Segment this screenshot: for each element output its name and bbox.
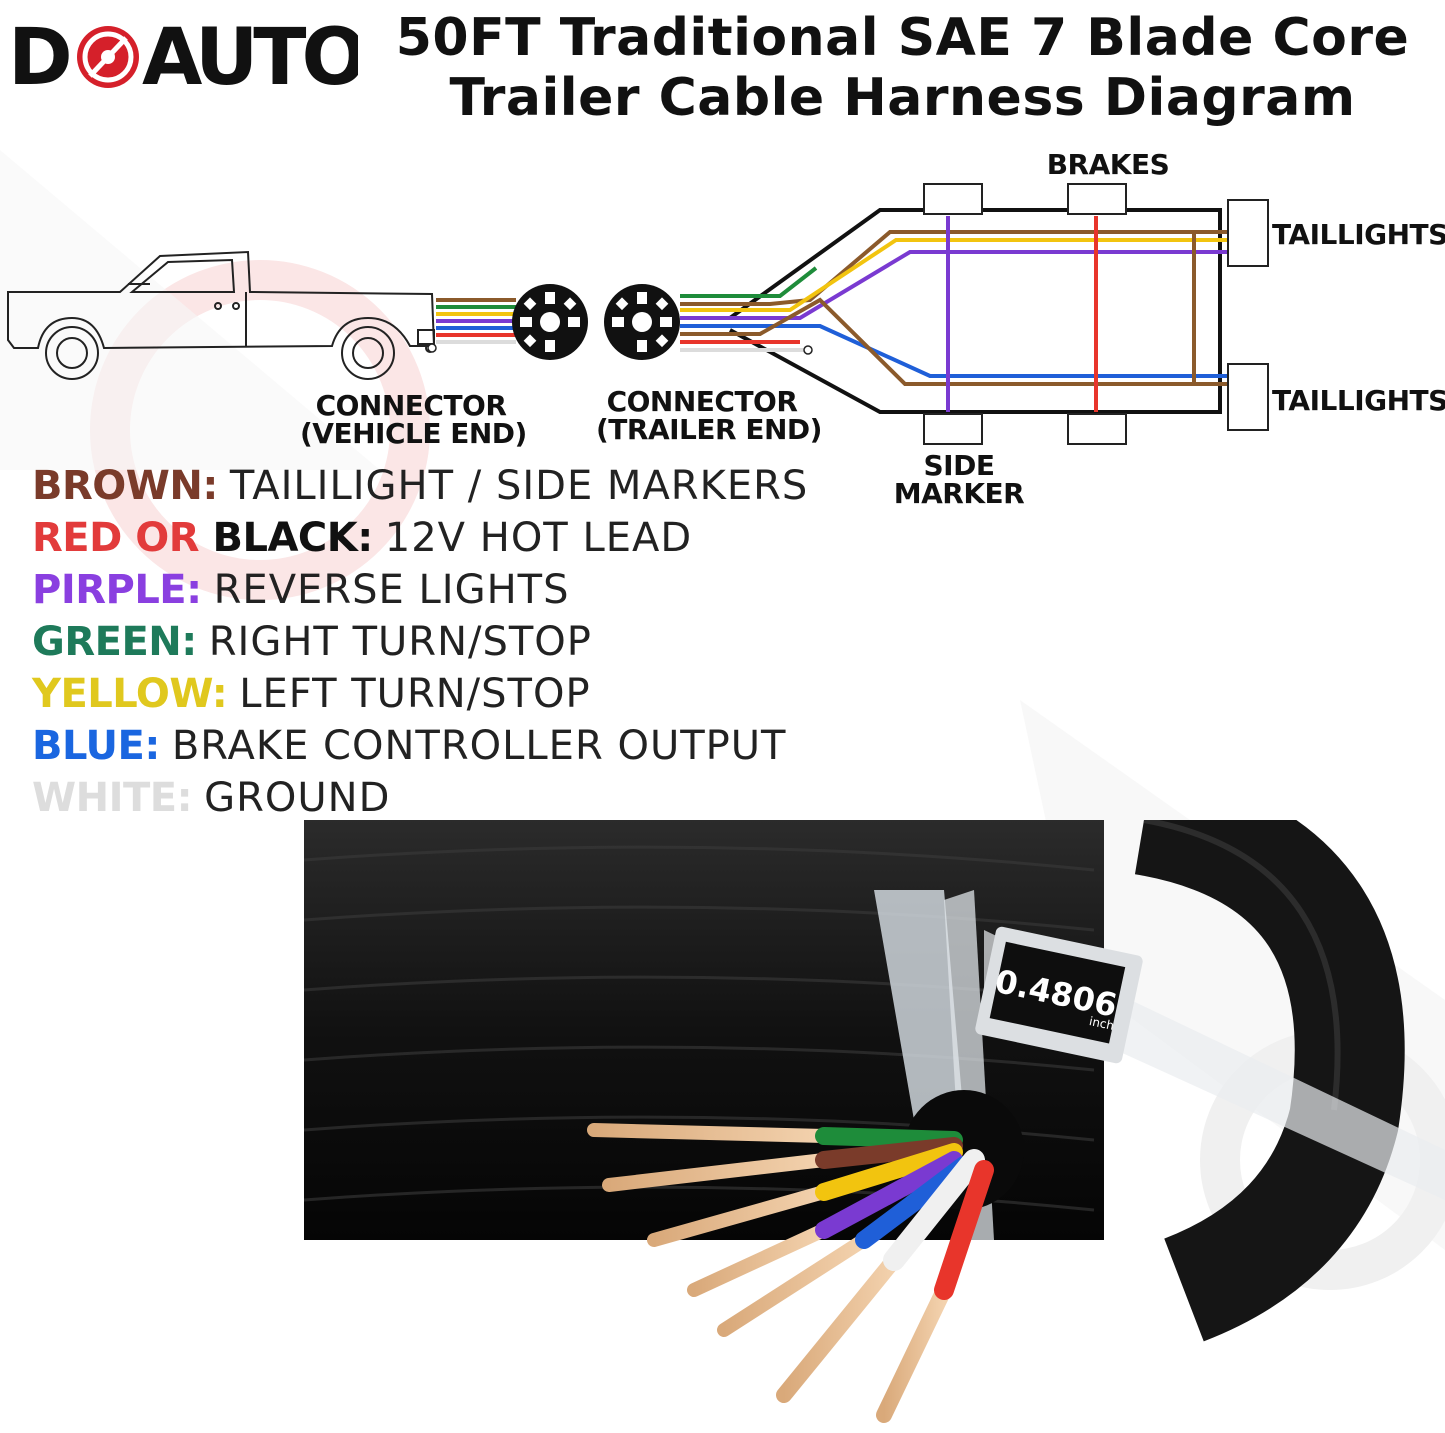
cable-loop bbox=[1134, 820, 1405, 1342]
wiring-diagram-drawing bbox=[7, 183, 1269, 445]
connector-vehicle-label-line-1: CONNECTOR bbox=[315, 389, 507, 422]
trailer-frame bbox=[728, 208, 1222, 414]
side-marker-box bbox=[923, 413, 983, 445]
legend-color-key: RED OR BLACK: bbox=[32, 515, 373, 561]
legend-row: BLUE:BRAKE CONTROLLER OUTPUT bbox=[32, 723, 852, 775]
legend-color-name: GREEN: bbox=[32, 619, 197, 665]
legend-color-key: BROWN: bbox=[32, 463, 218, 509]
taillights-bottom-label: TAILLIGHTS bbox=[1272, 384, 1445, 417]
logo-letters-auto: AUTO bbox=[142, 13, 358, 103]
ground-terminal bbox=[427, 343, 437, 353]
legend-color-name: WHITE: bbox=[32, 775, 193, 821]
connector-trailer-end-icon bbox=[604, 284, 680, 360]
side-marker-label-line-1: SIDE bbox=[923, 449, 995, 482]
connector-trailer-label-line-2: (TRAILER END) bbox=[596, 413, 822, 446]
wiring-diagram: BRAKES TAILLIGHTS TAILLIGHTS CONNECTOR (… bbox=[0, 140, 1445, 520]
legend-function: BRAKE CONTROLLER OUTPUT bbox=[171, 723, 787, 769]
connector-trailer-label-line-1: CONNECTOR bbox=[606, 385, 798, 418]
logo-wheel-icon bbox=[77, 26, 139, 88]
brake-box bbox=[923, 183, 983, 215]
legend-color-name: PIRPLE: bbox=[32, 567, 202, 613]
brake-pads bbox=[923, 183, 1269, 445]
legend-function: LEFT TURN/STOP bbox=[239, 671, 591, 717]
side-marker-box bbox=[1067, 413, 1127, 445]
legend-row: RED OR BLACK:12V HOT LEAD bbox=[32, 515, 852, 567]
watermark-shape bbox=[0, 150, 380, 470]
legend-row: GREEN:RIGHT TURN/STOP bbox=[32, 619, 852, 671]
legend-color-key: WHITE: bbox=[32, 775, 193, 821]
legend-function: 12V HOT LEAD bbox=[384, 515, 693, 561]
taillight-box bbox=[1227, 199, 1269, 267]
legend-function: GROUND bbox=[204, 775, 391, 821]
vehicle-wires bbox=[436, 298, 516, 344]
exposed-wires bbox=[587, 1123, 994, 1423]
connector-vehicle-label: CONNECTOR (VEHICLE END) bbox=[300, 389, 527, 450]
brakes-label: BRAKES bbox=[1046, 148, 1170, 181]
connector-vehicle-label-line-2: (VEHICLE END) bbox=[300, 417, 527, 450]
truck-icon bbox=[7, 250, 436, 380]
legend-color-key: BLUE: bbox=[32, 723, 160, 769]
legend-function: RIGHT TURN/STOP bbox=[208, 619, 592, 665]
legend-color-key: PIRPLE: bbox=[32, 567, 202, 613]
brand-logo: D AUTO bbox=[8, 13, 358, 103]
legend-row: BROWN:TAILILIGHT / SIDE MARKERS bbox=[32, 463, 852, 515]
taillight-box bbox=[1227, 363, 1269, 431]
title-line-2: Trailer Cable Harness Diagram bbox=[449, 68, 1356, 128]
taillights-top-label: TAILLIGHTS bbox=[1272, 218, 1445, 251]
legend-row: PIRPLE:REVERSE LIGHTS bbox=[32, 567, 852, 619]
legend-color-name: YELLOW: bbox=[32, 671, 228, 717]
connector-vehicle-end-icon bbox=[512, 284, 588, 360]
ground-terminal bbox=[803, 345, 813, 355]
legend-color-name: BROWN: bbox=[32, 463, 218, 509]
legend-function: REVERSE LIGHTS bbox=[213, 567, 570, 613]
legend-color-name: BLACK: bbox=[212, 515, 373, 561]
legend-row: WHITE:GROUND bbox=[32, 775, 852, 827]
logo-letter-d: D bbox=[8, 13, 69, 103]
brake-box bbox=[1067, 183, 1127, 215]
caliper-unit: inch bbox=[1088, 1014, 1116, 1033]
legend-color-name: RED OR bbox=[32, 515, 213, 561]
legend-function: TAILILIGHT / SIDE MARKERS bbox=[229, 463, 809, 509]
trailer-wires bbox=[680, 216, 1228, 412]
title-line-1: 50FT Traditional SAE 7 Blade Core bbox=[395, 8, 1410, 68]
legend-color-key: GREEN: bbox=[32, 619, 197, 665]
legend-row: YELLOW:LEFT TURN/STOP bbox=[32, 671, 852, 723]
side-marker-label: SIDE MARKER bbox=[886, 452, 1032, 508]
legend-color-name: BLUE: bbox=[32, 723, 160, 769]
cable-product-photo: 0.4806 inch bbox=[304, 820, 1445, 1423]
legend-color-key: YELLOW: bbox=[32, 671, 228, 717]
side-marker-label-line-2: MARKER bbox=[893, 477, 1025, 510]
connector-trailer-label: CONNECTOR (TRAILER END) bbox=[596, 385, 822, 446]
page-title: 50FT Traditional SAE 7 Blade Core Traile… bbox=[360, 8, 1445, 128]
